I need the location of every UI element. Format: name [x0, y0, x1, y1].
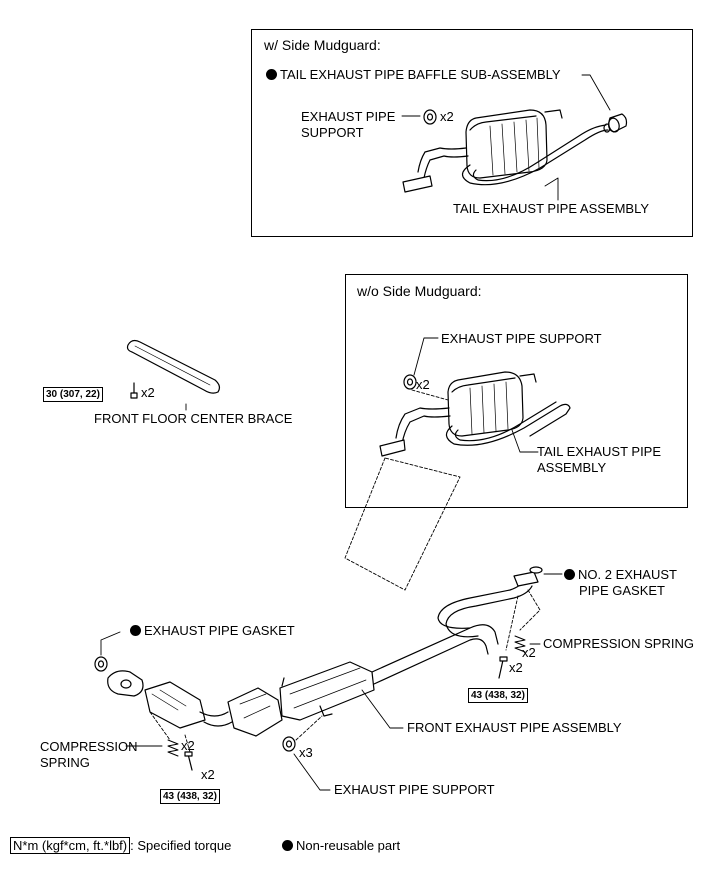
nonreusable-dot-icon: [564, 569, 575, 580]
front-floor-brace-drawing: [126, 339, 221, 411]
no2-gasket-label-line1: NO. 2 EXHAUST: [564, 567, 677, 583]
top-support-qty: x2: [440, 109, 454, 124]
top-tail-pipe-label: TAIL EXHAUST PIPE ASSEMBLY: [453, 201, 650, 216]
mid-tail-label-line2: ASSEMBLY: [537, 460, 607, 475]
nonreusable-dot-icon: [130, 625, 141, 636]
right-bolt-qty: x2: [509, 660, 523, 675]
baffle-label: TAIL EXHAUST PIPE BAFFLE SUB-ASSEMBLY: [266, 67, 561, 83]
panel-title-with-mudguard: w/ Side Mudguard:: [264, 37, 381, 53]
nonreusable-dot-icon: [282, 840, 293, 851]
left-spring-label-line2: SPRING: [40, 755, 90, 770]
left-bolt-qty: x2: [201, 767, 215, 782]
no2-gasket-label-text: NO. 2 EXHAUST: [578, 567, 677, 582]
front-exhaust-pipe-drawing: [94, 566, 563, 791]
legend-nonreusable: Non-reusable part: [282, 838, 400, 854]
brace-torque-box: 30 (307, 22): [43, 387, 103, 402]
top-support-label-line2: SUPPORT: [301, 125, 364, 140]
legend-nonreusable-text: Non-reusable part: [296, 838, 401, 853]
panel-title-without-mudguard: w/o Side Mudguard:: [357, 283, 482, 299]
mid-tail-label-line1: TAIL EXHAUST PIPE: [537, 444, 662, 459]
right-spring-qty: x2: [522, 645, 536, 660]
front-pipe-label: FRONT EXHAUST PIPE ASSEMBLY: [407, 720, 622, 735]
exhaust-gasket-label: EXHAUST PIPE GASKET: [130, 623, 295, 639]
nonreusable-dot-icon: [266, 69, 277, 80]
legend-torque-key: N*m (kgf*cm, ft.*lbf): [10, 837, 131, 854]
mid-support-qty: x2: [416, 377, 430, 392]
bottom-support-qty: x3: [299, 745, 313, 760]
connection-guide: [344, 457, 461, 591]
bottom-support-label: EXHAUST PIPE SUPPORT: [334, 782, 495, 797]
brace-qty: x2: [141, 385, 155, 400]
left-torque-box: 43 (438, 32): [160, 789, 220, 804]
top-muffler-drawing: [401, 74, 628, 201]
mid-support-label: EXHAUST PIPE SUPPORT: [441, 331, 602, 346]
right-torque-box: 43 (438, 32): [468, 688, 528, 703]
left-spring-qty: x2: [181, 738, 195, 753]
no2-gasket-label-line2: PIPE GASKET: [579, 583, 665, 598]
right-spring-label: COMPRESSION SPRING: [543, 636, 694, 651]
left-spring-label-line1: COMPRESSION: [40, 739, 138, 754]
baffle-label-text: TAIL EXHAUST PIPE BAFFLE SUB-ASSEMBLY: [280, 67, 561, 82]
legend-torque-desc: : Specified torque: [130, 838, 232, 853]
legend-torque: N*m (kgf*cm, ft.*lbf): Specified torque: [10, 837, 232, 854]
brace-label: FRONT FLOOR CENTER BRACE: [94, 411, 293, 426]
exhaust-gasket-label-text: EXHAUST PIPE GASKET: [144, 623, 295, 638]
mid-muffler-drawing: [379, 337, 571, 457]
top-support-label-line1: EXHAUST PIPE: [301, 109, 396, 124]
